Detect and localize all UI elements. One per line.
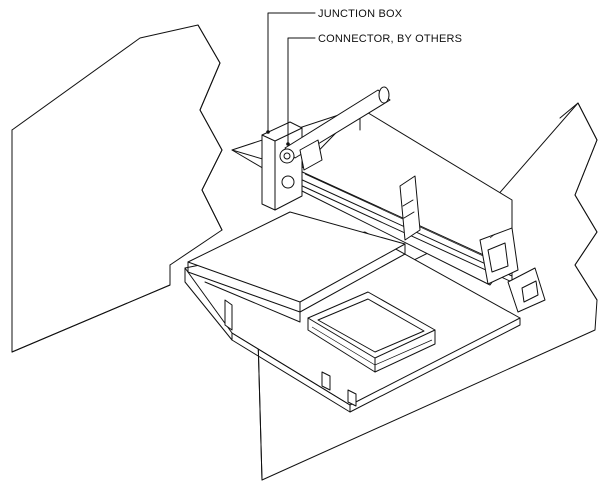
right-bracket [479, 227, 519, 285]
trim-ring [307, 291, 436, 373]
support-tabs [321, 371, 357, 407]
bar-hanger-clip [507, 267, 546, 313]
junction-box [261, 121, 303, 211]
rail-clip [399, 175, 421, 241]
mounting-frame [187, 211, 406, 331]
conduit [279, 86, 391, 171]
left-joist [11, 24, 223, 353]
connector-label: CONNECTOR, BY OTHERS [318, 33, 463, 45]
junction-box-label: JUNCTION BOX [318, 8, 403, 20]
leader-lines [266, 12, 316, 146]
